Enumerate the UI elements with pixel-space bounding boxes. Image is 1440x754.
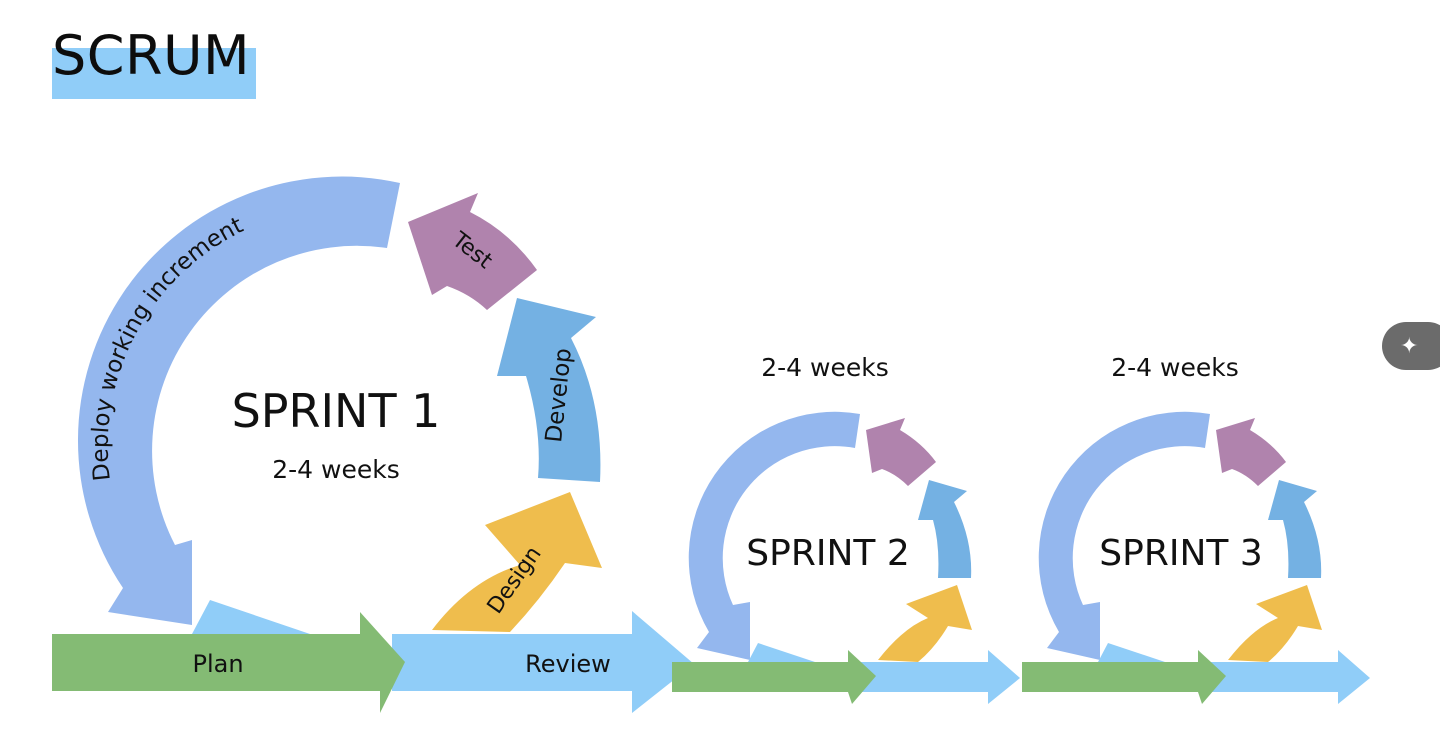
test-arrow xyxy=(408,193,537,310)
sprint3-design-arrow xyxy=(1228,585,1322,662)
sprint2-label: SPRINT 2 xyxy=(746,533,909,574)
sprint3-test-arrow xyxy=(1216,418,1286,486)
design-arrow xyxy=(432,492,602,632)
plan-arrow xyxy=(52,612,405,713)
sprint3-review-arrow xyxy=(1208,650,1370,704)
sprint3-cycle xyxy=(1022,411,1370,704)
sprint3-deploy-arrow xyxy=(1038,411,1210,660)
develop-arrow xyxy=(497,298,601,482)
title-highlight xyxy=(52,48,256,99)
magic-assist-button[interactable]: ✦ xyxy=(1382,322,1440,370)
sprint2-cycle xyxy=(672,411,1020,704)
sprint2-deploy-arrow xyxy=(688,411,860,660)
sprint2-design-arrow xyxy=(878,585,972,662)
sprint3-duration: 2-4 weeks xyxy=(1111,353,1239,382)
sprint3-plan-arrow xyxy=(1022,650,1226,704)
sprint2-bar-triangle xyxy=(748,643,815,662)
review-label: Review xyxy=(525,650,611,678)
sprint2-develop-arrow xyxy=(918,480,972,578)
sprint1-label: SPRINT 1 xyxy=(232,384,441,438)
sprint2-review-arrow xyxy=(858,650,1020,704)
deploy-arrow xyxy=(77,176,401,625)
sprint3-bar-triangle xyxy=(1098,643,1165,662)
sprint3-develop-arrow xyxy=(1268,480,1322,578)
sprint3-label: SPRINT 3 xyxy=(1099,533,1262,574)
review-arrow xyxy=(392,611,694,713)
sprint1-duration: 2-4 weeks xyxy=(272,455,400,484)
sprint2-plan-arrow xyxy=(672,650,876,704)
bar-triangle xyxy=(192,600,310,634)
sprint2-test-arrow xyxy=(866,418,936,486)
magic-wand-icon: ✦ xyxy=(1400,333,1419,359)
title-block: SCRUM xyxy=(52,28,256,100)
plan-label: Plan xyxy=(192,650,243,678)
page-title: SCRUM xyxy=(52,24,251,87)
sprint2-duration: 2-4 weeks xyxy=(761,353,889,382)
